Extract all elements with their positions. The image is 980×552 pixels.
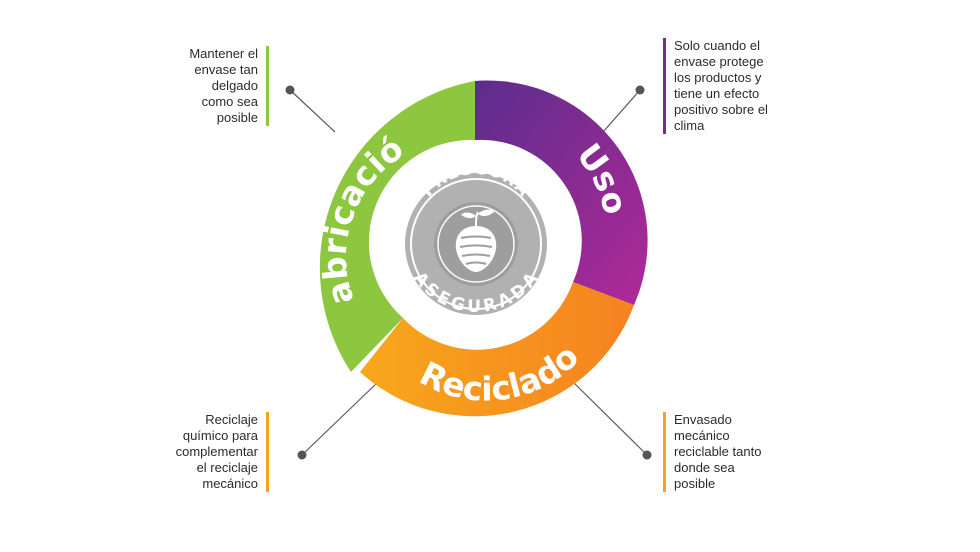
connector-lines [289,89,648,456]
note-reciclado: Reciclaje químico para complementar el r… [140,412,269,492]
sprouting-seed-icon [455,209,497,272]
connector-dots [285,85,652,460]
note-envasado: Envasado mecánico reciclable tanto donde… [663,412,804,492]
note-uso: Solo cuando el envase protege los produc… [663,38,804,134]
note-fabricacion: Mantener el envase tan delgado como sea … [140,46,269,126]
segment-reciclado [360,282,634,417]
segment-fabricacion [319,81,475,372]
segment-uso [475,80,648,305]
frescura-seal: FRESCURA ASEGURADA [405,159,547,317]
